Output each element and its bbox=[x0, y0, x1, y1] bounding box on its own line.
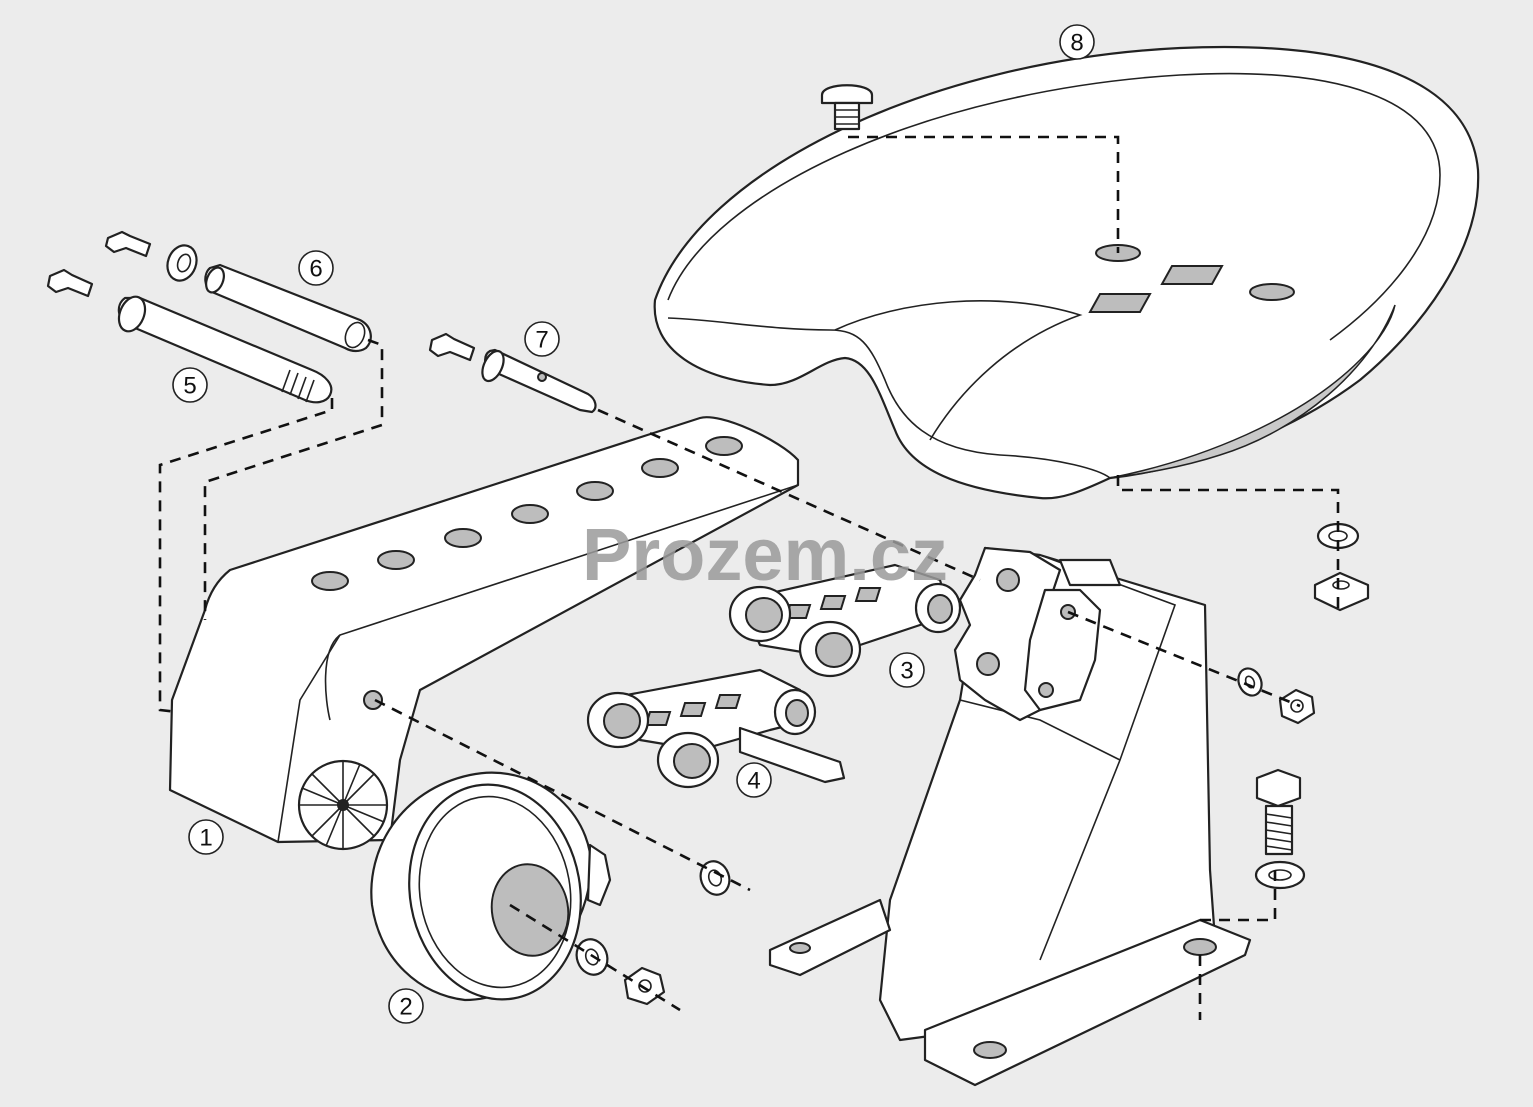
callout-5: 5 bbox=[172, 367, 208, 403]
carriage-bolt-part bbox=[820, 84, 874, 131]
arm-part bbox=[168, 416, 800, 851]
callout-label: 5 bbox=[183, 373, 196, 400]
callout-label: 3 bbox=[900, 658, 913, 685]
seat-part bbox=[653, 45, 1480, 500]
callout-1: 1 bbox=[188, 819, 224, 855]
grease-nipple-upper-part bbox=[104, 230, 152, 258]
pin-6-part bbox=[204, 263, 372, 353]
callout-label: 8 bbox=[1070, 30, 1083, 57]
callout-label: 1 bbox=[199, 825, 212, 852]
bolt-washer-part bbox=[1254, 860, 1306, 890]
mounting-bracket-part bbox=[768, 546, 1252, 1087]
callout-label: 2 bbox=[399, 994, 412, 1021]
callout-label: 4 bbox=[747, 768, 760, 795]
pin-7-part bbox=[481, 348, 597, 414]
callout-6: 6 bbox=[298, 250, 334, 286]
callout-3: 3 bbox=[889, 652, 925, 688]
upper-link-part bbox=[728, 563, 962, 678]
callout-2: 2 bbox=[388, 988, 424, 1024]
lower-link-part bbox=[586, 668, 846, 789]
seat-square-nut-part bbox=[1313, 571, 1370, 612]
callout-label: 6 bbox=[309, 256, 322, 283]
callout-7: 7 bbox=[524, 321, 560, 357]
clip-ring-part bbox=[166, 244, 198, 282]
bracket-nut-part bbox=[1278, 688, 1316, 725]
watermark-text: Prozem.cz bbox=[582, 513, 948, 596]
pin-5-part bbox=[117, 295, 333, 404]
callout-label: 7 bbox=[535, 327, 548, 354]
hex-bolt-part bbox=[1255, 768, 1302, 856]
callout-8: 8 bbox=[1059, 24, 1095, 60]
grease-nipple-lower-part bbox=[46, 268, 94, 298]
wheel-nut-part bbox=[623, 966, 666, 1006]
wheel-part bbox=[370, 771, 612, 1002]
bracket-washer-part bbox=[1237, 667, 1263, 697]
arm-washer-part bbox=[699, 860, 731, 896]
grease-nipple-pin7-part bbox=[428, 332, 476, 362]
callout-4: 4 bbox=[736, 762, 772, 798]
assembly-lines bbox=[158, 135, 1340, 1020]
